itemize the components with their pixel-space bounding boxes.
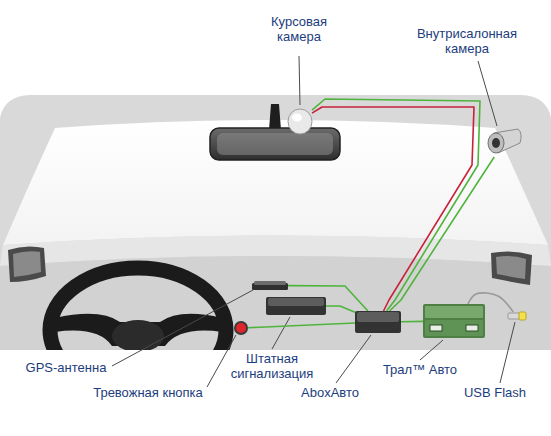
device-shape xyxy=(266,297,326,315)
left-side-mirror xyxy=(8,246,46,282)
dashboard xyxy=(0,256,551,350)
device-shape xyxy=(288,107,312,134)
device-label: GPS-антенна xyxy=(26,360,107,375)
wire-connector xyxy=(390,157,495,311)
gps-antenna: GPS-антенна xyxy=(252,281,288,290)
wire-strand xyxy=(312,99,480,311)
device-shape xyxy=(252,281,288,290)
wire-strand xyxy=(390,157,495,311)
wire-strand xyxy=(312,107,474,311)
right-mirror-glass xyxy=(496,256,526,279)
device-label: Внутрисалонная камера xyxy=(417,26,517,57)
left-mirror-glass xyxy=(13,251,41,277)
right-side-mirror xyxy=(491,251,532,285)
rear-view-mirror xyxy=(210,104,340,160)
alarm-unit: Штатная сигнализация xyxy=(266,297,326,315)
wire-connector xyxy=(326,306,355,312)
wire-connector xyxy=(248,323,355,328)
cabin-camera: Внутрисалонная камера xyxy=(486,127,522,157)
device-label: Штатная сигнализация xyxy=(231,351,314,382)
device-label: Трал™ Авто xyxy=(383,362,457,377)
course-camera: Курсовая камера xyxy=(288,107,312,134)
device-label: AboxАвто xyxy=(301,385,359,400)
tral-unit: Трал™ Авто xyxy=(423,304,485,338)
device-label: USB Flash xyxy=(464,385,526,400)
device-shape xyxy=(355,311,401,333)
car-body xyxy=(0,95,551,350)
panic-button: Тревожная кнопка xyxy=(234,321,248,335)
abox-unit: AboxАвто xyxy=(355,311,401,333)
device-shape xyxy=(508,312,526,320)
wire-connector xyxy=(312,99,480,311)
device-shape xyxy=(234,321,248,335)
wire-strand xyxy=(326,306,355,312)
device-shape xyxy=(423,304,485,338)
steering-wheel xyxy=(50,268,226,350)
device-shape xyxy=(486,127,522,157)
device-label: Тревожная кнопка xyxy=(93,385,203,400)
wire-strand xyxy=(248,323,355,328)
device-label: Курсовая камера xyxy=(271,14,327,45)
wire-connector xyxy=(401,321,423,322)
car-frame xyxy=(0,95,551,350)
windshield xyxy=(3,120,548,245)
usb-flash: USB Flash xyxy=(508,312,526,320)
leader-lines xyxy=(112,56,515,387)
wire-strand xyxy=(401,321,423,323)
